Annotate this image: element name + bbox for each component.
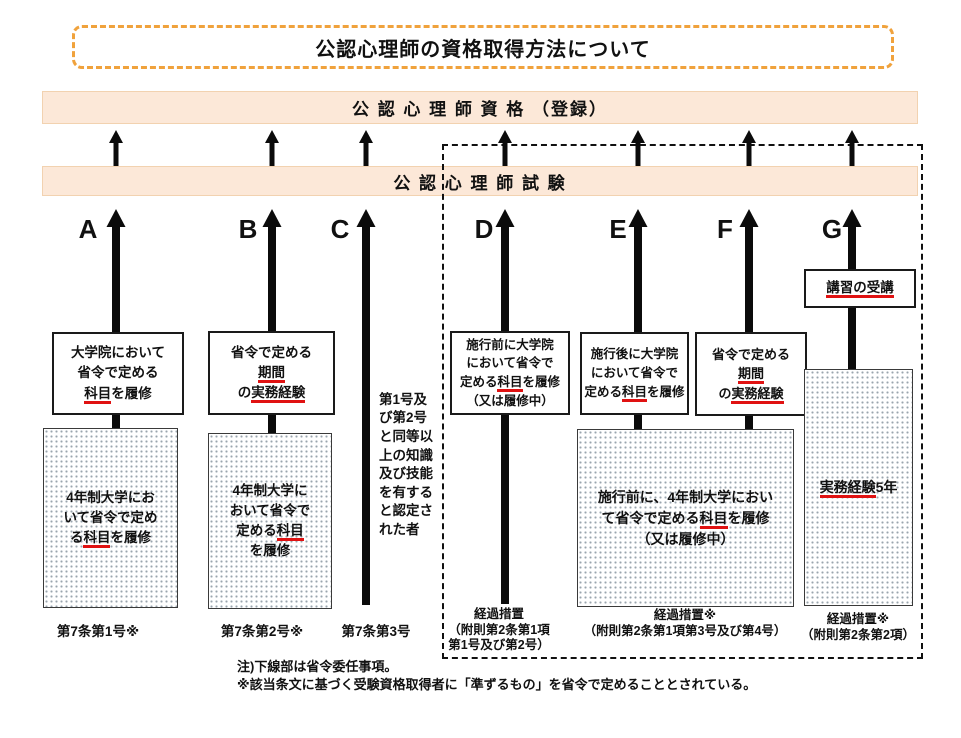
route-c-note: 第1号及 び第2号 と同等以 上の知識 及び技能 を有する と認定さ れた者 [379,372,443,558]
box-ef-lower-text: 施行前に、4年制大学におい て省令で定める科目を履修 （又は履修中） [597,488,774,547]
box-g-upper: 講習の受講 [804,269,916,308]
short-arrows-exam-to-registration [109,130,859,166]
box-a-upper: 大学院において 省令で定める 科目を履修 [52,332,184,415]
box-ef-lower: 施行前に、4年制大学におい て省令で定める科目を履修 （又は履修中） [577,429,794,607]
box-g-lower: 実務経験5年 [804,369,913,606]
route-letter-a: A [78,214,98,244]
box-b-upper: 省令で定める 期間 の実務経験 [208,331,335,415]
route-c-note-text: 第1号及 び第2号 と同等以 上の知識 及び技能 を有する と認定さ れた者 [379,391,433,537]
caption-route-b: 第7条第2号※ [220,624,304,639]
box-b-lower-text: 4年制大学に おいて省令で 定める科目 を履修 [229,482,311,559]
box-a-lower-text: 4年制大学にお いて省令で定め る科目を履修 [63,488,158,549]
caption-route-c: 第7条第3号 [341,624,411,639]
route-letter-g: G [821,214,843,244]
caption-route-a: 第7条第1号※ [56,624,140,639]
box-e-upper: 施行後に大学院 において省令で 定める科目を履修 [580,332,689,415]
route-arrow-b [262,209,282,434]
caption-route-d: 経過措置 （附則第2条第1項 第1号及び第2号） [448,607,550,652]
box-f-upper-text: 省令で定める 期間 の実務経験 [712,345,790,404]
transitional-measures-dashed-region [442,144,923,659]
box-b-upper-text: 省令で定める 期間 の実務経験 [231,343,312,404]
exam-bar-label: 公 認 心 理 師 試 験 [393,173,567,193]
short-arrow-e [631,130,645,166]
box-g-upper-text: 講習の受講 [826,278,894,299]
registration-bar: 公 認 心 理 師 資 格 （登録） [42,91,918,124]
footnote-asterisk: ※該当条文に基づく受験資格取得者に「準ずるもの」を省令で定めることとされている。 [237,677,757,692]
route-letter-e: E [609,214,627,244]
box-e-upper-text: 施行後に大学院 において省令で 定める科目を履修 [584,345,685,402]
route-arrow-a [106,209,126,429]
caption-route-ef: 経過措置※ （附則第2条第1項第3号及び第4号） [583,608,787,638]
route-letter-b: B [238,214,258,244]
footnote-underline: 注)下線部は省令委任事項。 [237,659,398,674]
box-b-lower: 4年制大学に おいて省令で 定める科目 を履修 [208,433,332,609]
short-arrow-b [265,130,279,166]
short-arrow-d [498,130,512,166]
box-a-lower: 4年制大学にお いて省令で定め る科目を履修 [43,428,178,608]
page-title: 公認心理師の資格取得方法について [315,38,651,61]
route-arrow-f [739,209,759,430]
short-arrow-g [845,130,859,166]
route-letter-c: C [330,214,350,244]
route-letter-f: F [717,214,733,244]
box-d-upper-text: 施行前に大学院 において省令で 定める科目を履修 （又は履修中） [459,337,561,408]
footnotes: 注)下線部は省令委任事項。 ※該当条文に基づく受験資格取得者に「準ずるもの」を省… [237,658,756,694]
box-g-lower-text: 実務経験5年 [819,477,897,498]
route-letter-d: D [474,214,494,244]
short-arrow-a [109,130,123,166]
box-d-upper: 施行前に大学院 において省令で 定める科目を履修 （又は履修中） [450,331,570,415]
title-box: 公認心理師の資格取得方法について [72,25,894,69]
registration-bar-label: 公 認 心 理 師 資 格 （登録） [351,100,609,119]
box-a-upper-text: 大学院において 省令で定める 科目を履修 [71,343,165,404]
route-arrow-e [628,209,648,430]
route-arrow-c [356,209,376,605]
caption-route-g: 経過措置※ （附則第2条第2項） [801,612,915,642]
short-arrow-f [742,130,756,166]
box-f-upper: 省令で定める 期間 の実務経験 [695,332,807,416]
short-arrow-c [359,130,373,166]
exam-bar: 公 認 心 理 師 試 験 [42,166,918,196]
